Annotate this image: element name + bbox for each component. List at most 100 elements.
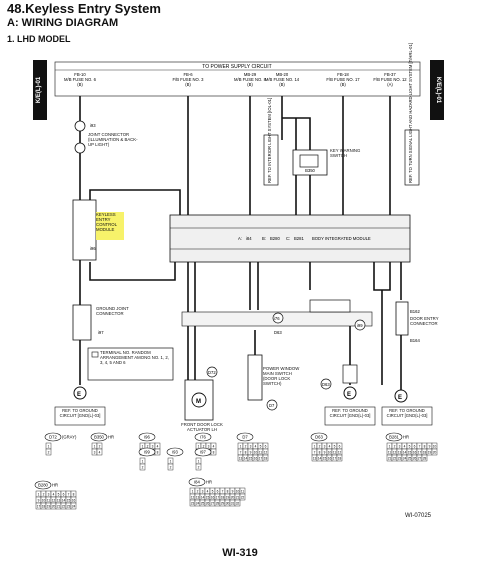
- svg-text:28: 28: [216, 502, 220, 506]
- svg-text:21: 21: [388, 457, 392, 461]
- svg-text:1: 1: [142, 445, 144, 449]
- svg-text:9: 9: [250, 451, 252, 455]
- power-window-switch: D7: [247, 354, 278, 411]
- svg-text:HR: HR: [206, 480, 212, 485]
- joint-connector-label: JOINT CONNECTOR (ILLUMINATION & BACK-UP …: [88, 132, 138, 147]
- svg-text:7: 7: [419, 445, 421, 449]
- svg-text:8: 8: [157, 451, 159, 455]
- svg-text:13: 13: [398, 451, 402, 455]
- svg-text:15: 15: [206, 496, 210, 500]
- page-number: WI-319: [222, 547, 258, 559]
- svg-text:3: 3: [48, 493, 50, 497]
- svg-text:FB-18: FB-18: [337, 72, 349, 77]
- svg-text:B350: B350: [94, 435, 104, 440]
- svg-text:MB-29: MB-29: [244, 72, 257, 77]
- svg-text:22: 22: [62, 505, 66, 509]
- ground-joint-label: GROUND JOINT CONNECTOR: [96, 306, 129, 316]
- svg-text:B280: B280: [270, 236, 280, 241]
- svg-text:i76: i76: [274, 316, 280, 321]
- ground-joint-connector: i97: [72, 304, 104, 341]
- svg-text:15: 15: [67, 499, 71, 503]
- svg-text:2: 2: [198, 466, 200, 470]
- ground-ref-2: REF. TO GROUND CIRCUIT [GND(L)-03]: [329, 408, 371, 418]
- svg-text:HR: HR: [403, 435, 409, 440]
- svg-text:REF. TO INTERIOR LIGHT SYSTEM: REF. TO INTERIOR LIGHT SYSTEM [IOL-01]: [267, 98, 272, 183]
- svg-text:2: 2: [170, 466, 172, 470]
- svg-text:12: 12: [191, 496, 195, 500]
- power-supply-box: TO POWER SUPPLY CIRCUIT: [54, 61, 421, 97]
- svg-text:16: 16: [211, 496, 215, 500]
- svg-text:23: 23: [398, 457, 402, 461]
- terminal-note-box: [87, 347, 174, 381]
- svg-text:5: 5: [212, 490, 214, 494]
- svg-text:1: 1: [314, 445, 316, 449]
- svg-text:8: 8: [213, 451, 215, 455]
- ground-ref-1: REF. TO GROUND CIRCUIT [GND(L)-03]: [59, 408, 101, 418]
- svg-text:1: 1: [192, 490, 194, 494]
- svg-text:6: 6: [414, 445, 416, 449]
- svg-text:16: 16: [254, 457, 258, 461]
- diagram-code: WI-07025: [405, 513, 432, 519]
- svg-text:17: 17: [259, 457, 263, 461]
- svg-text:1: 1: [48, 445, 50, 449]
- svg-text:D63: D63: [322, 382, 330, 387]
- svg-text:24: 24: [196, 502, 200, 506]
- svg-text:1: 1: [94, 445, 96, 449]
- svg-text:D63: D63: [274, 330, 282, 335]
- svg-text:13: 13: [239, 457, 243, 461]
- svg-text:18: 18: [42, 505, 46, 509]
- svg-text:18: 18: [338, 457, 342, 461]
- left-side-tab: K/E(L)-01: [33, 60, 47, 120]
- svg-text:7: 7: [240, 451, 242, 455]
- svg-text:8: 8: [245, 451, 247, 455]
- svg-text:B281: B281: [389, 435, 399, 440]
- svg-text:(B): (B): [77, 82, 83, 87]
- svg-text:4: 4: [404, 445, 406, 449]
- power-window-label: POWER WINDOW MAIN SWITCH (DOOR LOCK SWIT…: [263, 366, 300, 386]
- svg-text:9: 9: [232, 490, 234, 494]
- svg-text:11: 11: [241, 490, 245, 494]
- svg-text:3: 3: [94, 451, 96, 455]
- connector-d63: D63: [320, 364, 358, 390]
- svg-text:F/B FUSE NO. 17: F/B FUSE NO. 17: [326, 77, 360, 82]
- svg-text:1: 1: [142, 460, 144, 464]
- svg-text:2: 2: [197, 490, 199, 494]
- svg-text:12: 12: [52, 499, 56, 503]
- svg-text:(B): (B): [185, 82, 191, 87]
- fuse-fb-10: FB-10M/B FUSE NO. 6(B): [64, 72, 97, 87]
- svg-text:3: 3: [152, 445, 154, 449]
- svg-text:HR: HR: [108, 435, 114, 440]
- svg-text:4: 4: [329, 445, 331, 449]
- svg-text:3: 3: [202, 490, 204, 494]
- svg-text:K/E(L)-01: K/E(L)-01: [36, 76, 42, 103]
- svg-text:19: 19: [226, 496, 230, 500]
- svg-text:14: 14: [403, 451, 407, 455]
- svg-text:5: 5: [334, 445, 336, 449]
- svg-text:17: 17: [216, 496, 220, 500]
- svg-text:i97: i97: [98, 330, 104, 335]
- svg-text:3: 3: [208, 445, 210, 449]
- svg-text:21: 21: [57, 505, 61, 509]
- svg-text:12: 12: [264, 451, 268, 455]
- svg-text:1: 1: [198, 460, 200, 464]
- svg-text:(B): (B): [279, 82, 285, 87]
- svg-text:(B): (B): [340, 82, 346, 87]
- svg-text:i96: i96: [144, 435, 150, 440]
- right-side-tab: K/E(L)-01: [430, 60, 444, 120]
- keyless-module-label: KEYLESS ENTRY CONTROL MODULE: [96, 212, 117, 232]
- svg-text:13: 13: [196, 496, 200, 500]
- svg-text:16: 16: [72, 499, 76, 503]
- svg-text:26: 26: [413, 457, 417, 461]
- svg-text:2: 2: [394, 445, 396, 449]
- svg-text:B:: B:: [262, 236, 266, 241]
- svg-text:i96: i96: [90, 246, 96, 251]
- svg-text:15: 15: [408, 451, 412, 455]
- svg-text:B162: B162: [410, 309, 420, 314]
- svg-text:12: 12: [338, 451, 342, 455]
- svg-text:8: 8: [227, 490, 229, 494]
- connector-tables: D72(GRAY)12B350HR1234i9612345678i7612345…: [34, 432, 438, 510]
